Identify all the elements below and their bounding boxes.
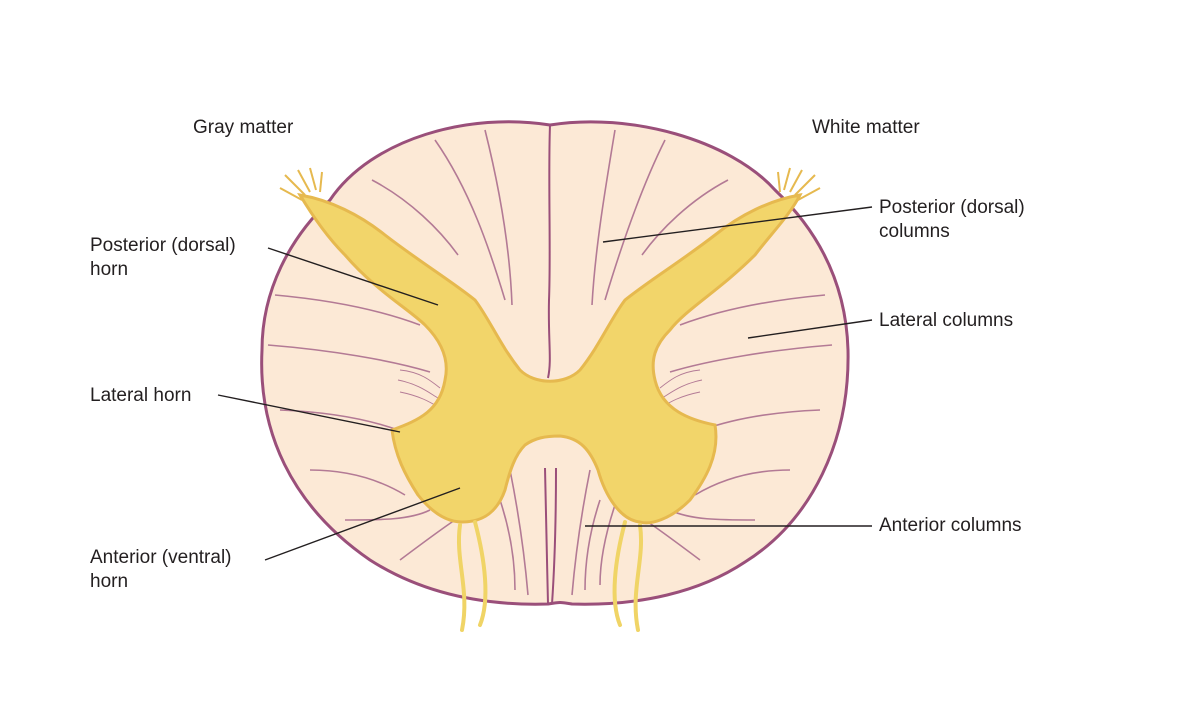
anterior-horn-label: Anterior (ventral) horn (90, 547, 232, 592)
leader-posterior-horn (267, 247, 439, 306)
leader-anterior-horn (264, 487, 461, 561)
white-matter-label: White matter (812, 117, 920, 138)
white-matter-body (260, 120, 850, 606)
leader-lateral-columns (747, 319, 873, 339)
posterior-columns-label: Posterior (dorsal) columns (879, 197, 1025, 242)
gray-matter-label: Gray matter (193, 117, 294, 138)
posterior-horn-label: Posterior (dorsal) horn (90, 235, 236, 280)
leader-posterior-columns (602, 206, 873, 243)
gray-matter (279, 167, 821, 632)
gray-matter-shape (297, 192, 803, 525)
leader-lines (217, 206, 873, 561)
leader-lateral-horn (217, 394, 401, 433)
lateral-columns-label: Lateral columns (879, 310, 1014, 331)
lateral-horn-label: Lateral horn (90, 385, 192, 406)
anterior-columns-label: Anterior columns (879, 515, 1022, 536)
